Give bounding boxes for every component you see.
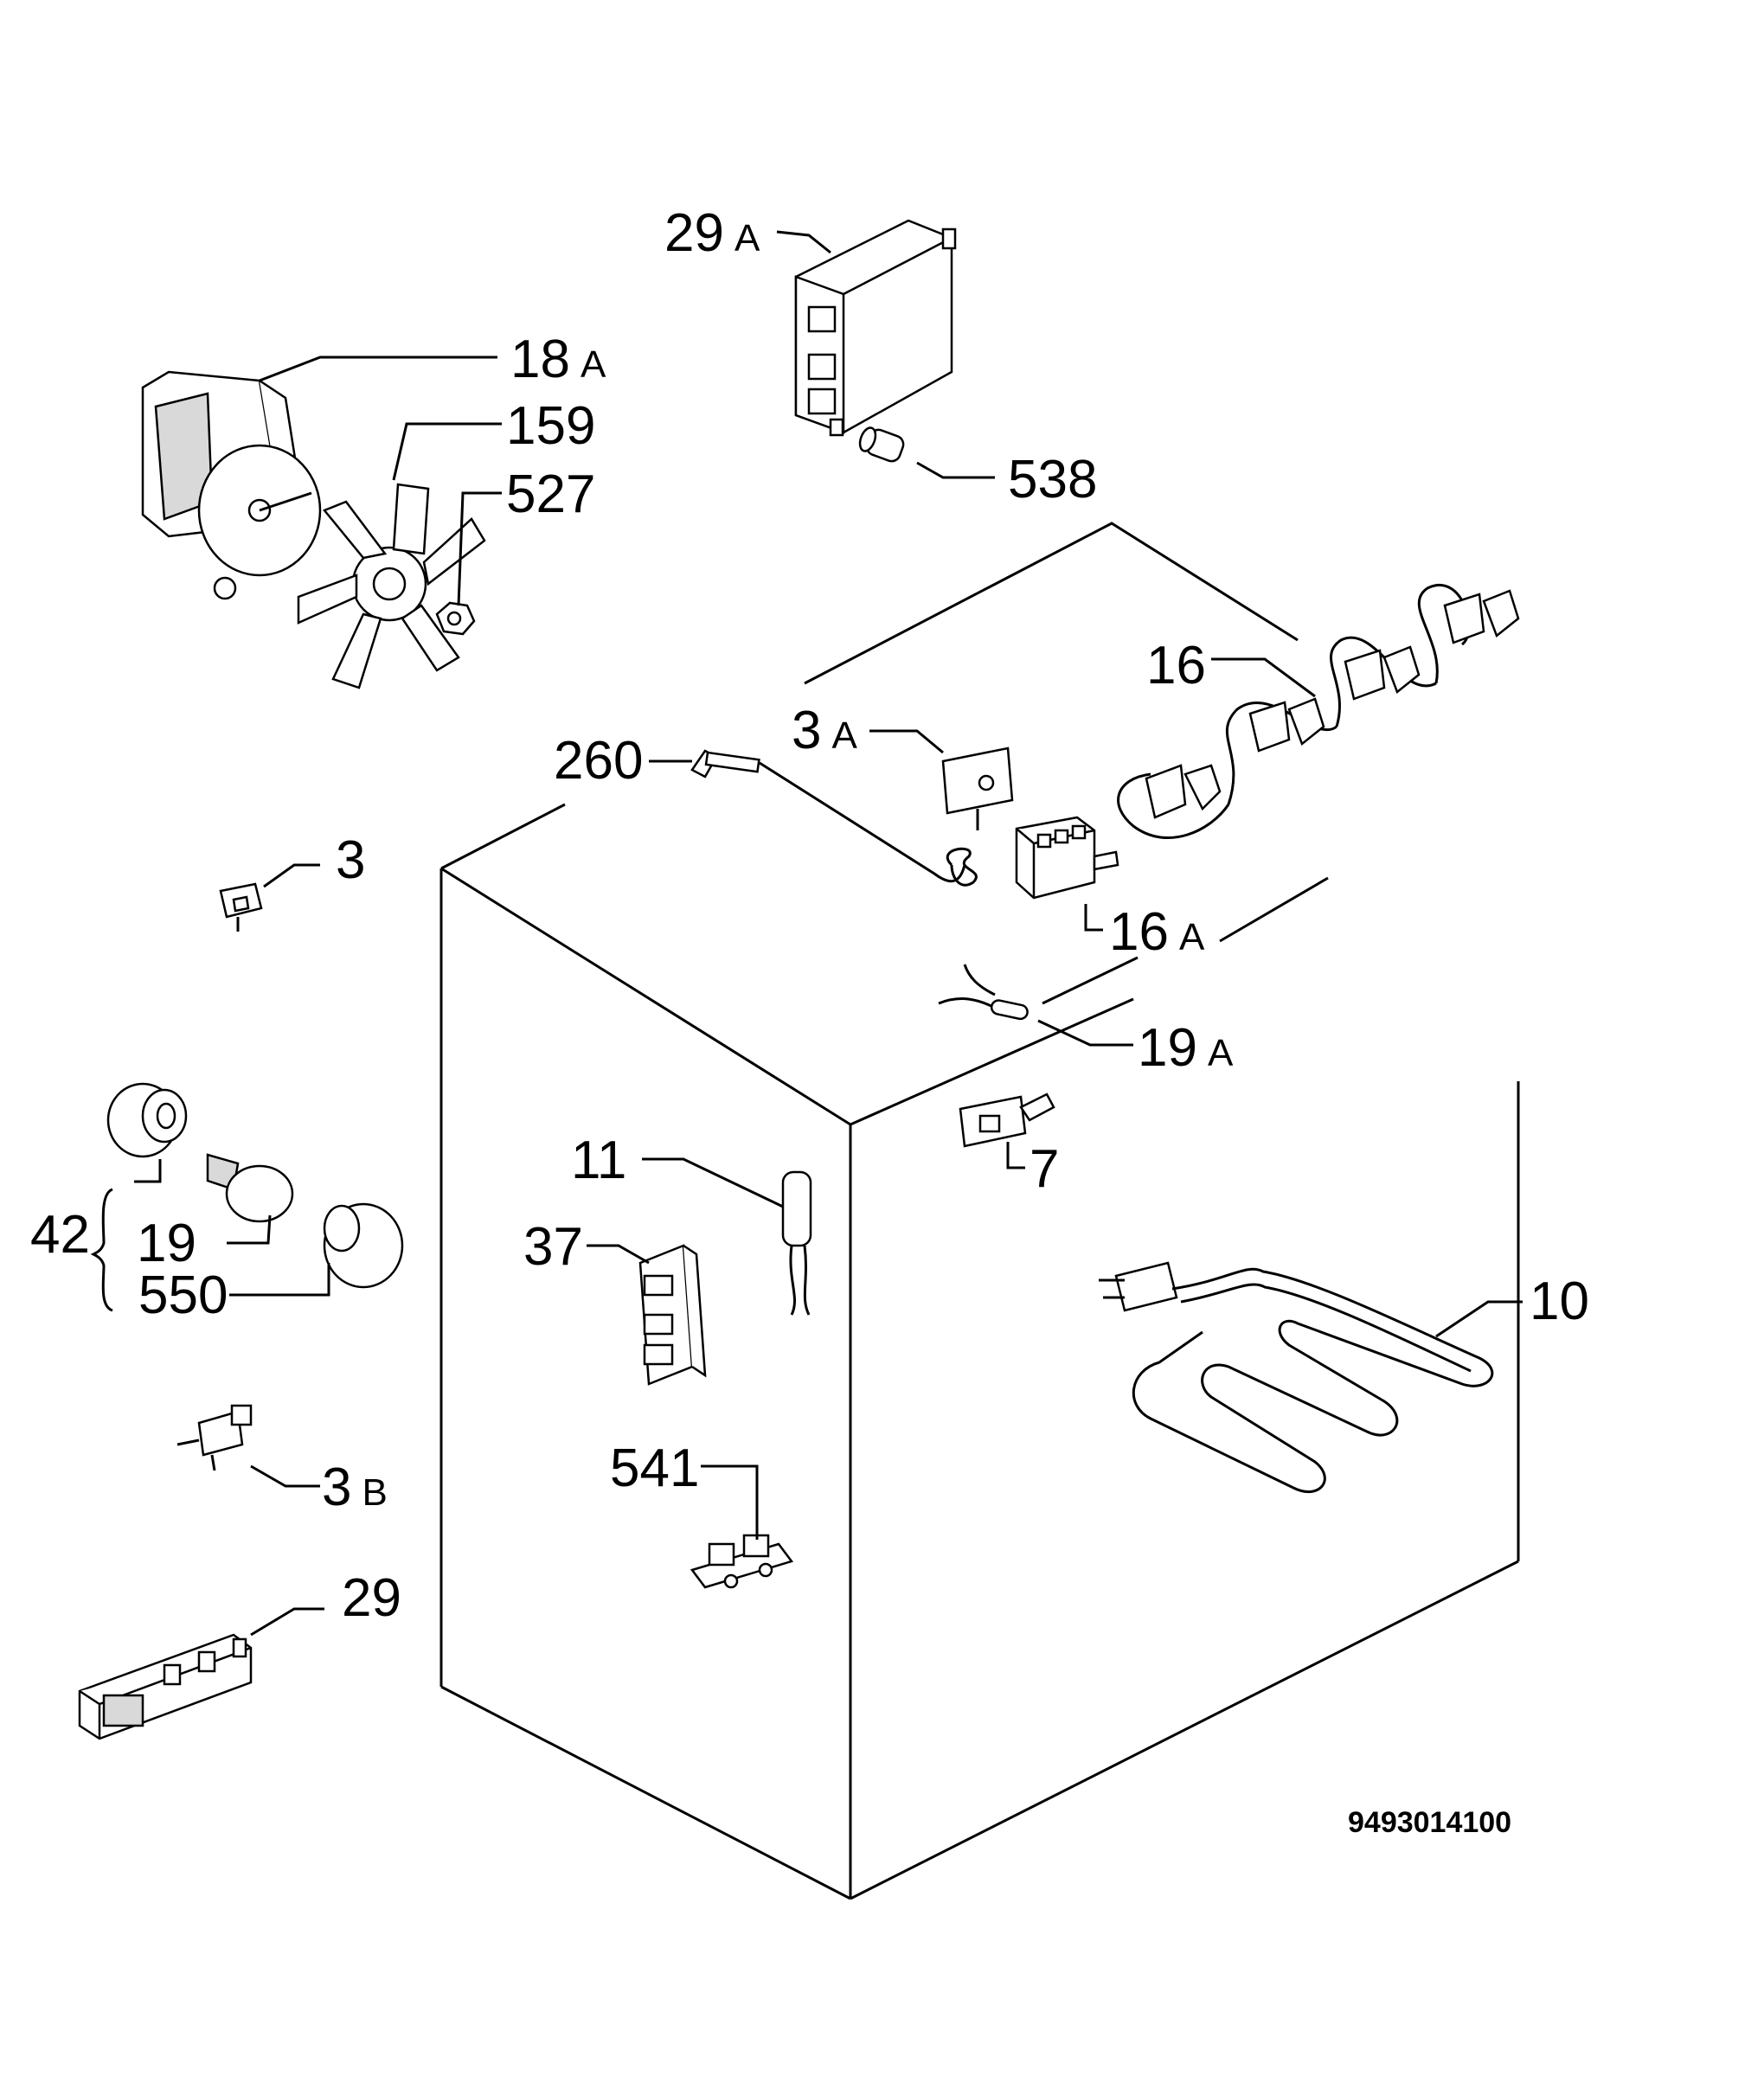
part-3b-clip bbox=[176, 1404, 253, 1471]
part-18a-fan-motor bbox=[141, 370, 322, 600]
part-7-door-switch bbox=[959, 1092, 1055, 1148]
oven-cabinet-outline bbox=[439, 803, 1520, 1900]
leader-29a bbox=[776, 230, 831, 254]
label-19: 19 bbox=[137, 1214, 196, 1273]
label-11: 11 bbox=[571, 1131, 626, 1190]
label-42: 42 bbox=[30, 1205, 90, 1265]
part-11-capacitor bbox=[781, 1170, 812, 1316]
leader-11 bbox=[642, 1157, 784, 1208]
leader-7 bbox=[1006, 1142, 1025, 1169]
part-29a-module bbox=[794, 219, 957, 437]
label-10: 10 bbox=[1530, 1272, 1589, 1331]
leader-19a bbox=[1037, 1019, 1133, 1047]
drawing-code: 9493014100 bbox=[1348, 1806, 1511, 1839]
leader-3 bbox=[263, 863, 320, 888]
part-3a-thermostat bbox=[941, 746, 1014, 887]
part-260-sensor bbox=[690, 749, 966, 883]
label-7: 7 bbox=[1030, 1139, 1059, 1199]
leader-541 bbox=[701, 1464, 759, 1540]
label-541: 541 bbox=[610, 1438, 699, 1498]
part-37-terminal-block bbox=[638, 1244, 707, 1386]
part-42-lamp-holder bbox=[106, 1082, 188, 1158]
label-37: 37 bbox=[523, 1217, 583, 1277]
label-159: 159 bbox=[506, 396, 595, 456]
part-29-igniter bbox=[78, 1633, 253, 1740]
label-3: 3 bbox=[336, 830, 365, 890]
leader-527 bbox=[457, 491, 502, 606]
part-541-connector bbox=[690, 1534, 794, 1589]
part-19a-neon bbox=[938, 964, 1029, 1021]
part-538-fuse bbox=[858, 426, 905, 463]
leader-16 bbox=[1211, 657, 1316, 698]
label-527: 527 bbox=[506, 465, 595, 524]
label-260: 260 bbox=[554, 731, 643, 791]
leader-29 bbox=[250, 1607, 324, 1637]
part-3-clip bbox=[219, 882, 263, 932]
part-550-lamp-cover bbox=[323, 1202, 404, 1289]
leader-18a bbox=[259, 356, 497, 382]
leader-538 bbox=[916, 461, 995, 479]
leader-159 bbox=[392, 422, 502, 481]
leader-42 bbox=[134, 1159, 162, 1183]
leader-19 bbox=[227, 1214, 272, 1245]
leader-10b bbox=[1435, 1300, 1523, 1338]
leader-3a bbox=[869, 729, 944, 754]
part-16-knobs bbox=[1117, 584, 1520, 840]
part-16a-switch bbox=[1015, 816, 1119, 900]
label-538: 538 bbox=[1008, 450, 1097, 509]
part-19-bulb bbox=[206, 1153, 294, 1223]
part-159-fan-blade bbox=[297, 483, 486, 689]
control-panel-outline bbox=[804, 522, 1329, 1005]
leader-3b bbox=[250, 1464, 320, 1488]
label-550: 550 bbox=[138, 1265, 228, 1325]
label-16: 16 bbox=[1146, 636, 1206, 695]
leader-16a bbox=[1084, 904, 1103, 932]
leader-37 bbox=[587, 1244, 650, 1265]
leader-550 bbox=[229, 1263, 330, 1297]
label-29: 29 bbox=[342, 1568, 401, 1628]
part-527-nut bbox=[435, 601, 476, 636]
brace-42 bbox=[90, 1188, 113, 1312]
part-10-heating-element bbox=[1099, 1261, 1494, 1494]
